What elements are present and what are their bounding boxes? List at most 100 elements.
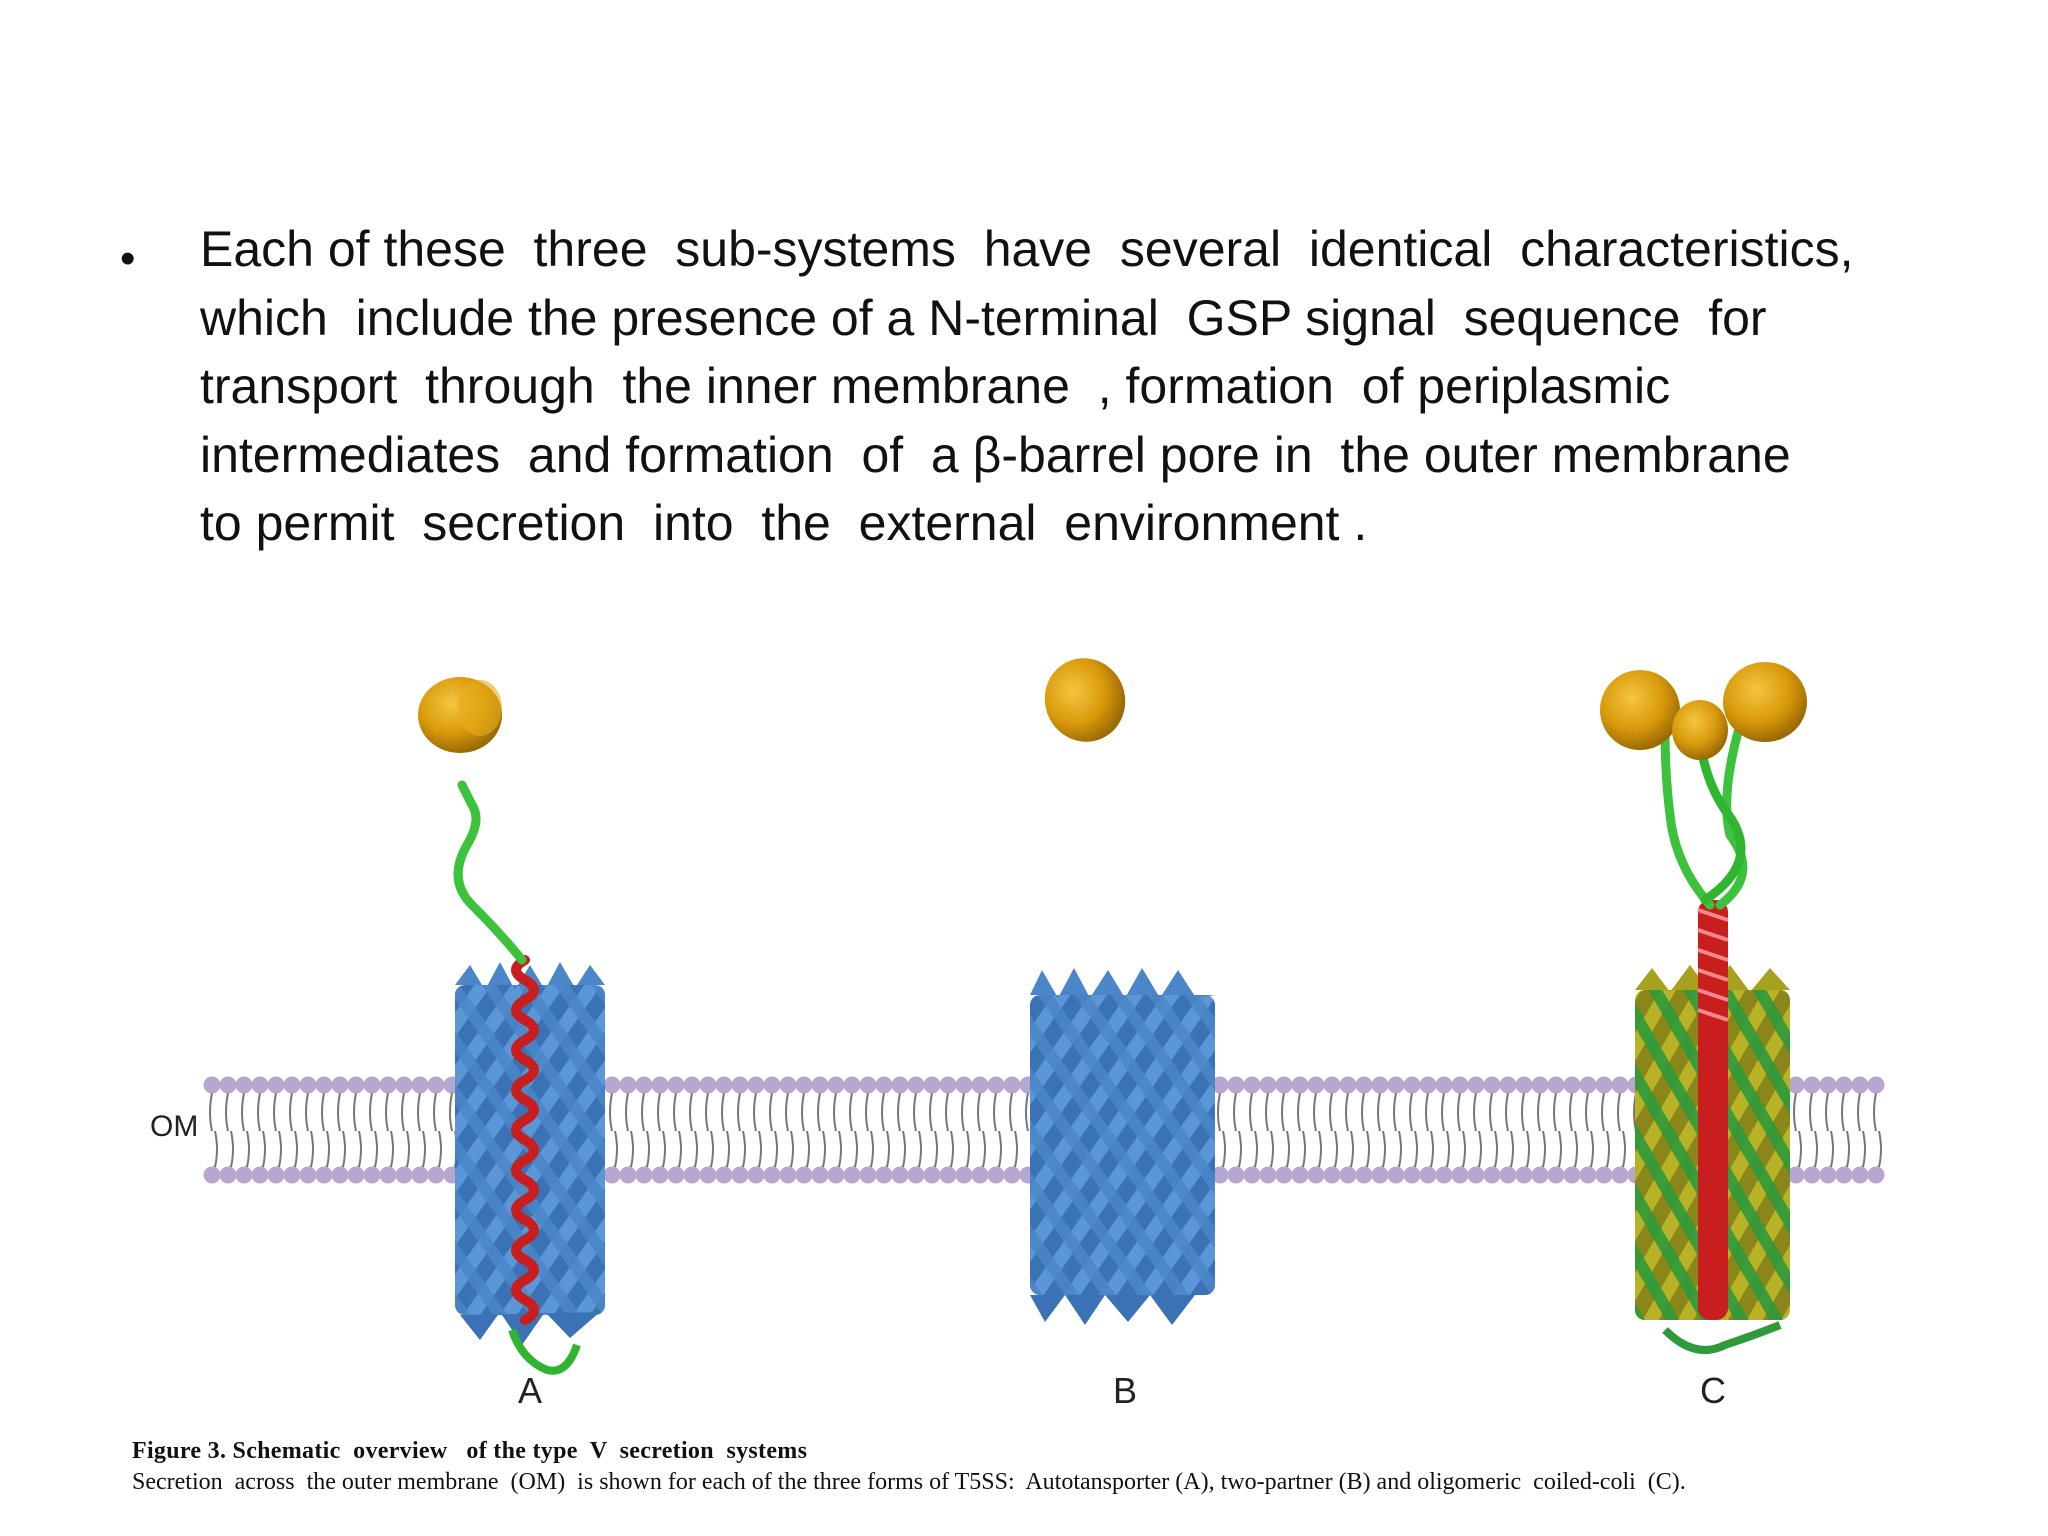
- lipid-tail: [1873, 1092, 1882, 1168]
- lipid-head: [1339, 1076, 1357, 1094]
- lipid-head: [651, 1076, 669, 1094]
- lipid-head: [1499, 1166, 1517, 1184]
- two-partner-structure: [1030, 658, 1215, 1325]
- lipid-tail: [689, 1092, 698, 1168]
- lipid-head: [811, 1076, 829, 1094]
- lipid-head: [683, 1166, 701, 1184]
- lipid-tail: [641, 1092, 650, 1168]
- lipid-tail: [1489, 1092, 1498, 1168]
- panel-label-c: C: [1700, 1370, 1726, 1411]
- lipid-tail: [785, 1092, 794, 1168]
- lipid-head: [347, 1166, 365, 1184]
- lipid-head: [1291, 1166, 1309, 1184]
- lipid-head: [1835, 1166, 1853, 1184]
- lipid-tail: [1521, 1092, 1530, 1168]
- lipid-tail: [1361, 1092, 1370, 1168]
- lipid-head: [1835, 1076, 1853, 1094]
- lipid-head: [1259, 1076, 1277, 1094]
- lipid-head: [635, 1166, 653, 1184]
- lipid-head: [395, 1076, 413, 1094]
- lipid-tail: [913, 1092, 922, 1168]
- bullet-line: to permit secretion into the external en…: [200, 495, 1368, 551]
- lipid-head: [411, 1166, 429, 1184]
- lipid-tail: [1601, 1092, 1610, 1168]
- lipid-head: [1003, 1076, 1021, 1094]
- lipid-head: [1803, 1166, 1821, 1184]
- lipid-head: [1355, 1076, 1373, 1094]
- lipid-head: [1579, 1166, 1597, 1184]
- lipid-tail: [1857, 1092, 1866, 1168]
- lipid-head: [1563, 1166, 1581, 1184]
- lipid-tail: [833, 1092, 842, 1168]
- lipid-tail: [1377, 1092, 1386, 1168]
- lipid-tail: [1457, 1092, 1466, 1168]
- lipid-head: [1611, 1076, 1629, 1094]
- lipid-head: [1243, 1166, 1261, 1184]
- lipid-head: [1227, 1166, 1245, 1184]
- lipid-head: [1403, 1166, 1421, 1184]
- lipid-head: [1419, 1166, 1437, 1184]
- lipid-tail: [705, 1092, 714, 1168]
- lipid-head: [315, 1076, 333, 1094]
- lipid-head: [843, 1166, 861, 1184]
- lipid-head: [683, 1076, 701, 1094]
- lipid-head: [363, 1076, 381, 1094]
- lipid-head: [379, 1076, 397, 1094]
- lipid-head: [395, 1166, 413, 1184]
- lipid-head: [1451, 1076, 1469, 1094]
- lipid-head: [603, 1076, 621, 1094]
- oligomeric-coiled-coil-structure: [1600, 662, 1807, 1354]
- lipid-head: [1211, 1076, 1229, 1094]
- lipid-head: [1595, 1166, 1613, 1184]
- bullet-line: transport through the inner membrane , f…: [200, 358, 1671, 414]
- lipid-head: [1531, 1076, 1549, 1094]
- lipid-head: [203, 1166, 221, 1184]
- lipid-head: [763, 1076, 781, 1094]
- lipid-head: [1275, 1076, 1293, 1094]
- lipid-head: [1531, 1166, 1549, 1184]
- lipid-head: [715, 1166, 733, 1184]
- lipid-head: [315, 1166, 333, 1184]
- lipid-head: [427, 1166, 445, 1184]
- membrane-label: OM: [150, 1110, 199, 1143]
- lipid-head: [1419, 1076, 1437, 1094]
- lipid-tail: [321, 1092, 330, 1168]
- lipid-head: [1291, 1076, 1309, 1094]
- lipid-tail: [1345, 1092, 1354, 1168]
- lipid-head: [955, 1076, 973, 1094]
- lipid-tail: [337, 1092, 346, 1168]
- lipid-head: [1851, 1076, 1869, 1094]
- lipid-head: [1403, 1076, 1421, 1094]
- lipid-head: [875, 1166, 893, 1184]
- lipid-tail: [369, 1092, 378, 1168]
- lipid-head: [987, 1166, 1005, 1184]
- lipid-head: [619, 1076, 637, 1094]
- lipid-head: [1259, 1166, 1277, 1184]
- lipid-tail: [609, 1092, 618, 1168]
- lipid-head: [971, 1076, 989, 1094]
- lipid-head: [1819, 1166, 1837, 1184]
- lipid-head: [795, 1166, 813, 1184]
- lipid-head: [1867, 1076, 1885, 1094]
- lipid-tail: [945, 1092, 954, 1168]
- lipid-tail: [1281, 1092, 1290, 1168]
- lipid-tail: [1617, 1092, 1626, 1168]
- lipid-head: [1435, 1166, 1453, 1184]
- lipid-head: [827, 1076, 845, 1094]
- lipid-tail: [225, 1092, 234, 1168]
- lipid-head: [955, 1166, 973, 1184]
- lipid-head: [891, 1076, 909, 1094]
- lipid-tail: [1553, 1092, 1562, 1168]
- lipid-tail: [769, 1092, 778, 1168]
- lipid-tail: [289, 1092, 298, 1168]
- lipid-head: [1307, 1076, 1325, 1094]
- lipid-tail: [257, 1092, 266, 1168]
- lipid-head: [1515, 1076, 1533, 1094]
- lipid-tail: [385, 1092, 394, 1168]
- lipid-head: [1803, 1076, 1821, 1094]
- figure-caption: Figure 3. Schematic overview of the type…: [132, 1438, 1932, 1496]
- lipid-head: [331, 1166, 349, 1184]
- lipid-head: [619, 1166, 637, 1184]
- lipid-tail: [209, 1092, 218, 1168]
- lipid-head: [1323, 1166, 1341, 1184]
